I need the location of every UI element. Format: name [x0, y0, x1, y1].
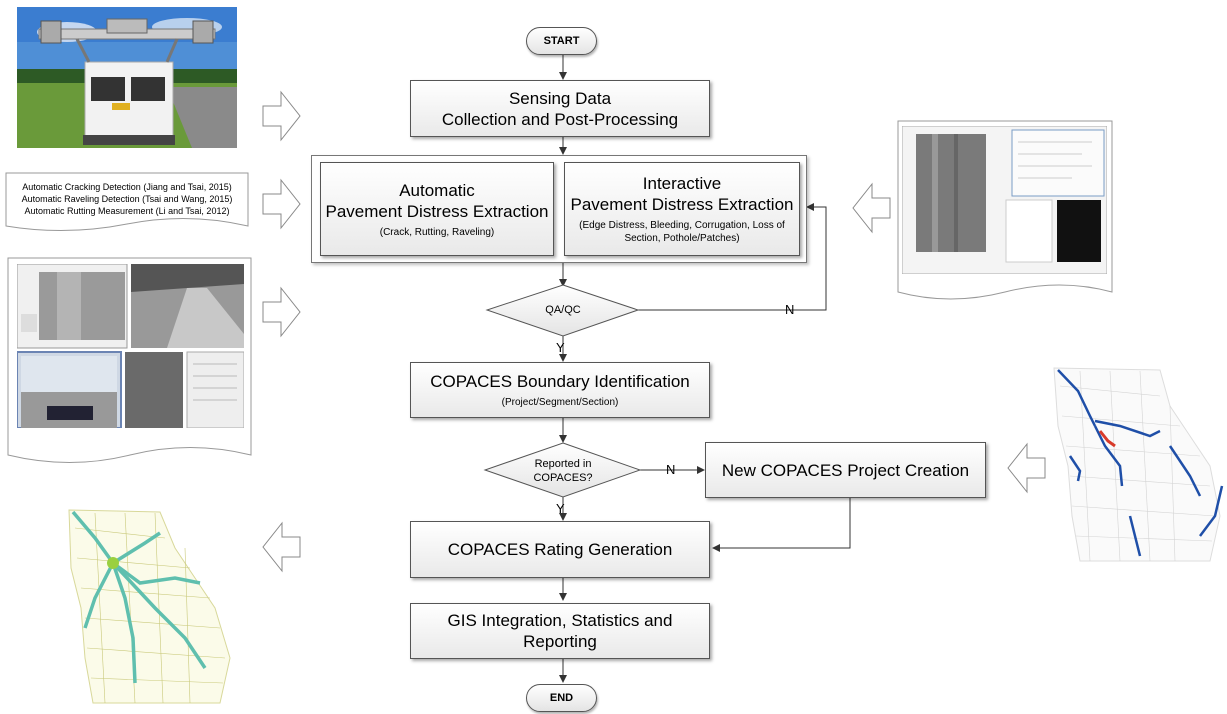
- block-arrow-references: [262, 178, 301, 230]
- block-arrow-map-input: [1007, 442, 1046, 494]
- block-arrow-photo: [262, 90, 301, 142]
- reported-no-label: N: [666, 462, 676, 477]
- start-label: START: [543, 35, 580, 47]
- interactive-sub: (Edge Distress, Bleeding, Corrugation, L…: [579, 220, 785, 244]
- analysis-screenshots: [17, 264, 244, 428]
- block-arrow-map-output: [262, 521, 301, 573]
- reference-item: Automatic Raveling Detection (Tsai and W…: [21, 194, 233, 204]
- gis-label: GIS Integration, Statistics and Reportin…: [447, 611, 673, 651]
- sensing-line2: Collection and Post-Processing: [441, 109, 679, 129]
- new-project-label: New COPACES Project Creation: [721, 460, 970, 480]
- automatic-line2: Pavement Distress Extraction: [325, 201, 549, 221]
- qaqc-decision: QA/QC: [503, 296, 623, 324]
- automatic-sub: (Crack, Rutting, Raveling): [379, 226, 495, 238]
- block-arrow-software: [852, 182, 891, 234]
- automatic-extraction-box: Automatic Pavement Distress Extraction (…: [320, 162, 554, 256]
- georgia-map-input: [1050, 366, 1225, 566]
- gis-integration-box: GIS Integration, Statistics and Reportin…: [410, 603, 710, 659]
- reference-item: Automatic Rutting Measurement (Li and Ts…: [24, 206, 230, 216]
- interactive-line2: Pavement Distress Extraction: [570, 195, 794, 214]
- qaqc-yes-label: Y: [556, 340, 565, 355]
- interactive-line1: Interactive: [642, 174, 722, 193]
- qaqc-label: QA/QC: [545, 304, 581, 316]
- reported-line1: Reported in: [534, 458, 592, 470]
- interactive-software-screenshot: [902, 126, 1107, 274]
- arrow-qaqc-no: [638, 203, 827, 311]
- boundary-line1: COPACES Boundary Identification: [430, 372, 690, 391]
- end-terminal: END: [526, 684, 597, 712]
- new-project-box: New COPACES Project Creation: [705, 442, 986, 498]
- start-terminal: START: [526, 27, 597, 55]
- boundary-identification-box: COPACES Boundary Identification (Project…: [410, 362, 710, 418]
- reported-diamond: [483, 442, 642, 498]
- references-list: Automatic Cracking Detection (Jiang and …: [8, 181, 246, 217]
- reference-item: Automatic Cracking Detection (Jiang and …: [22, 182, 232, 192]
- arrow-newproject-rating: [712, 498, 851, 552]
- reported-decision: Reported in COPACES?: [500, 456, 626, 486]
- references-document: [5, 172, 249, 232]
- block-arrow-screens: [262, 286, 301, 338]
- end-label: END: [549, 692, 574, 704]
- georgia-map-output: [65, 508, 240, 706]
- sensing-line1: Sensing Data: [508, 88, 612, 108]
- interactive-extraction-box: Interactive Pavement Distress Extraction…: [564, 162, 800, 256]
- qaqc-no-label: N: [785, 302, 795, 317]
- qaqc-diamond: [485, 284, 640, 337]
- reported-yes-label: Y: [556, 501, 565, 516]
- sensing-data-box: Sensing Data Collection and Post-Process…: [410, 80, 710, 137]
- survey-van-photo: [17, 7, 237, 148]
- reported-line2: COPACES?: [533, 472, 593, 484]
- boundary-sub: (Project/Segment/Section): [501, 397, 619, 408]
- automatic-line1: Automatic: [399, 180, 475, 200]
- rating-label: COPACES Rating Generation: [447, 540, 673, 559]
- rating-generation-box: COPACES Rating Generation: [410, 521, 710, 578]
